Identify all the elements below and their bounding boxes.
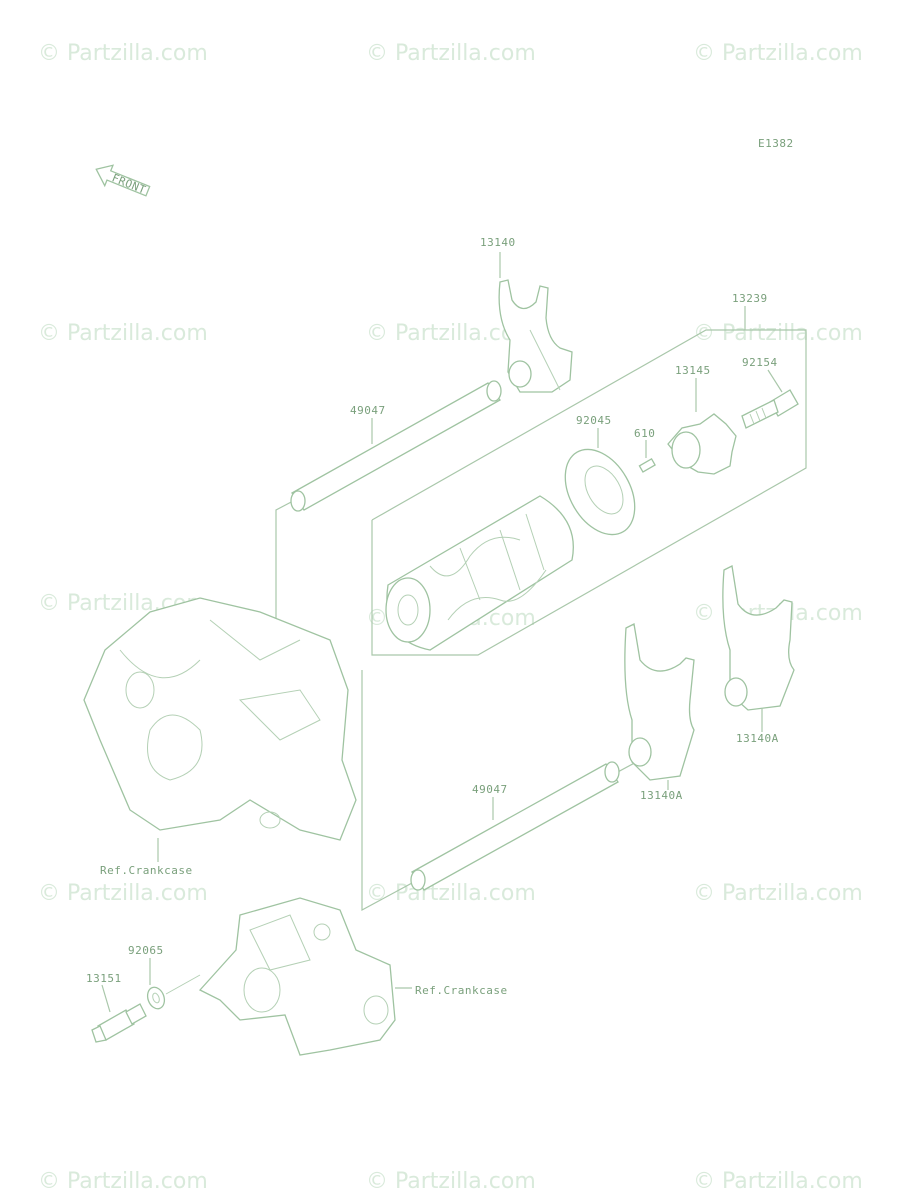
diagram-code: E1382 (758, 137, 794, 150)
shift-cam (667, 413, 737, 475)
part-number-label: 13145 (675, 364, 711, 377)
front-arrow-icon: FRONT (95, 164, 151, 197)
shaft-upper-leader (275, 499, 296, 620)
watermark: © Partzilla.com (693, 1169, 863, 1194)
watermark: © Partzilla.com (38, 881, 208, 906)
shift-fork-top (498, 279, 573, 393)
shift-fork-right (722, 565, 795, 711)
part-number-label: 49047 (472, 783, 508, 796)
part-number-label: 13140A (640, 789, 683, 802)
leader (165, 974, 201, 995)
watermark: © Partzilla.com (366, 41, 536, 66)
part-number-label: 610 (634, 427, 655, 440)
shaft-upper (290, 380, 502, 512)
pin (638, 458, 656, 473)
part-number-label: 13151 (86, 972, 122, 985)
bolt (741, 389, 799, 429)
part-number-label: 92045 (576, 414, 612, 427)
part-number-label: 92154 (742, 356, 778, 369)
neutral-switch (91, 1003, 147, 1043)
leader (767, 369, 783, 393)
ref-label: Ref.Crankcase (415, 984, 508, 997)
ref-label: Ref.Crankcase (100, 864, 193, 877)
crankcase-lower (198, 897, 396, 1056)
watermark: © Partzilla.com (366, 1169, 536, 1194)
watermark: © Partzilla.com (693, 881, 863, 906)
part-number-label: 13140A (736, 732, 779, 745)
drum-assembly-box (371, 306, 807, 656)
front-label: FRONT (110, 171, 148, 196)
part-number-label: 49047 (350, 404, 386, 417)
bearing (564, 448, 636, 536)
washer (146, 986, 166, 1010)
part-number-label: 13239 (732, 292, 768, 305)
shaft-lower (410, 761, 620, 891)
shift-drum (385, 495, 574, 651)
crankcase-upper (83, 597, 357, 841)
watermark: © Partzilla.com (38, 1169, 208, 1194)
watermark: © Partzilla.com (366, 881, 536, 906)
watermark: © Partzilla.com (693, 321, 863, 346)
part-number-label: 13140 (480, 236, 516, 249)
watermark: © Partzilla.com (693, 41, 863, 66)
watermark: © Partzilla.com (38, 41, 208, 66)
shift-fork-mid (624, 623, 695, 781)
watermark: © Partzilla.com (38, 321, 208, 346)
leader (101, 984, 111, 1013)
part-labels: 13140 13239 13145 92154 49047 92045 610 … (86, 236, 779, 997)
part-number-label: 92065 (128, 944, 164, 957)
